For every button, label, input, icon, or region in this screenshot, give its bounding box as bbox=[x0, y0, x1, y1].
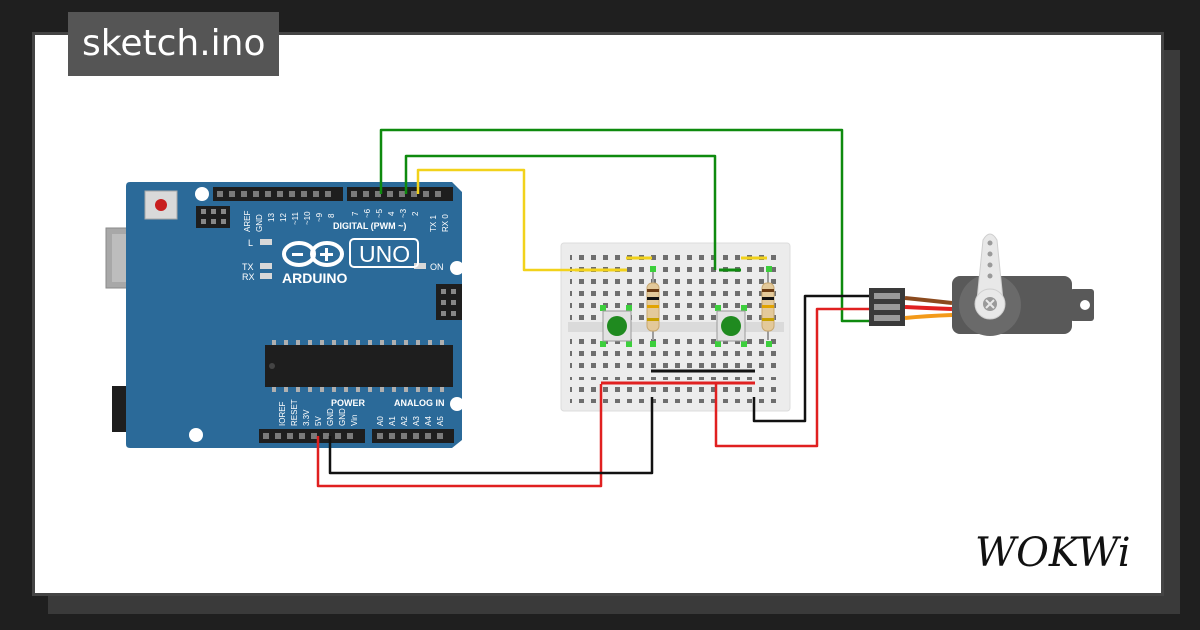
wire-green-servo-signal bbox=[379, 128, 870, 323]
pin-label: 3.3V bbox=[302, 409, 311, 426]
pushbutton-2[interactable] bbox=[716, 310, 746, 342]
pin-label: A3 bbox=[412, 416, 421, 426]
wire-red-5v bbox=[316, 384, 603, 488]
pushbutton-1[interactable] bbox=[602, 310, 632, 342]
pin-label: IOREF bbox=[278, 401, 287, 426]
wire-black-gnd bbox=[328, 397, 654, 475]
servo-motor[interactable] bbox=[869, 233, 1094, 336]
arduino-uno-board[interactable]: AREF GND 13 12 ~11 ~10 ~9 8 7 ~6 ~5 4 ~3… bbox=[105, 182, 464, 448]
led-label-l: L bbox=[248, 238, 253, 248]
pin-label: 4 bbox=[387, 211, 396, 216]
button-cap-icon bbox=[721, 316, 741, 336]
pin-label: A5 bbox=[436, 416, 445, 426]
wire-red-servo-vcc bbox=[714, 307, 870, 448]
pin-label: Vin bbox=[350, 415, 359, 426]
pin-label: TX 1 bbox=[429, 215, 438, 232]
pin-label: ~6 bbox=[363, 208, 372, 218]
wire-yellow-button1 bbox=[416, 168, 575, 272]
led-label-rx: RX bbox=[242, 272, 255, 282]
pin-label: ~11 bbox=[291, 211, 300, 225]
board-model: UNO bbox=[359, 241, 410, 267]
pin-label: ~10 bbox=[303, 211, 312, 225]
sketch-title: sketch.ino bbox=[68, 12, 280, 76]
pin-label: 2 bbox=[411, 211, 420, 216]
digital-header-label: DIGITAL (PWM ~) bbox=[333, 221, 406, 231]
board-brand: ARDUINO bbox=[282, 270, 347, 286]
breadboard[interactable] bbox=[560, 242, 791, 412]
mount-hole bbox=[450, 261, 464, 275]
pin-label: 7 bbox=[351, 211, 360, 216]
led-label-tx: TX bbox=[242, 262, 254, 272]
breadboard-center-channel bbox=[568, 322, 784, 332]
status-leds bbox=[260, 239, 426, 279]
reset-button-icon bbox=[155, 199, 167, 211]
servo-horn-icon bbox=[974, 233, 1006, 320]
pin-label: A2 bbox=[400, 416, 409, 426]
wire-black-servo-gnd bbox=[752, 294, 870, 423]
atmega-chip bbox=[265, 340, 453, 392]
pin-label: ~3 bbox=[399, 208, 408, 218]
pin-label: A4 bbox=[424, 416, 433, 426]
icsp2-header bbox=[436, 284, 462, 320]
pin-label: GND bbox=[338, 408, 347, 426]
mount-hole bbox=[195, 187, 209, 201]
wire-green-button2 bbox=[404, 154, 717, 270]
led-label-on: ON bbox=[430, 262, 444, 272]
pin-label: 8 bbox=[327, 213, 336, 218]
pin-label: ~9 bbox=[315, 212, 324, 222]
mount-hole bbox=[450, 397, 464, 411]
arduino-infinity-logo bbox=[282, 241, 344, 267]
icsp-header bbox=[196, 206, 230, 228]
button-cap-icon bbox=[607, 316, 627, 336]
pin-label: 13 bbox=[267, 213, 276, 222]
pin-label: RX 0 bbox=[441, 214, 450, 232]
pin-label: RESET bbox=[290, 399, 299, 426]
pin-label: ~5 bbox=[375, 208, 384, 218]
pin-label: A0 bbox=[376, 416, 385, 426]
pin-label: AREF bbox=[243, 211, 252, 232]
pin-label: GND bbox=[255, 214, 264, 232]
pin-label: 5V bbox=[314, 416, 323, 426]
wokwi-logo: WOKWi bbox=[975, 530, 1131, 576]
resistor-2[interactable] bbox=[761, 272, 775, 340]
mount-hole bbox=[189, 428, 203, 442]
analog-label: ANALOG IN bbox=[394, 398, 445, 408]
pin-label: A1 bbox=[388, 416, 397, 426]
uno-badge bbox=[349, 238, 419, 268]
power-label: POWER bbox=[331, 398, 366, 408]
pin-label: GND bbox=[326, 408, 335, 426]
pin-label: 12 bbox=[279, 213, 288, 222]
resistor-1[interactable] bbox=[646, 272, 660, 340]
